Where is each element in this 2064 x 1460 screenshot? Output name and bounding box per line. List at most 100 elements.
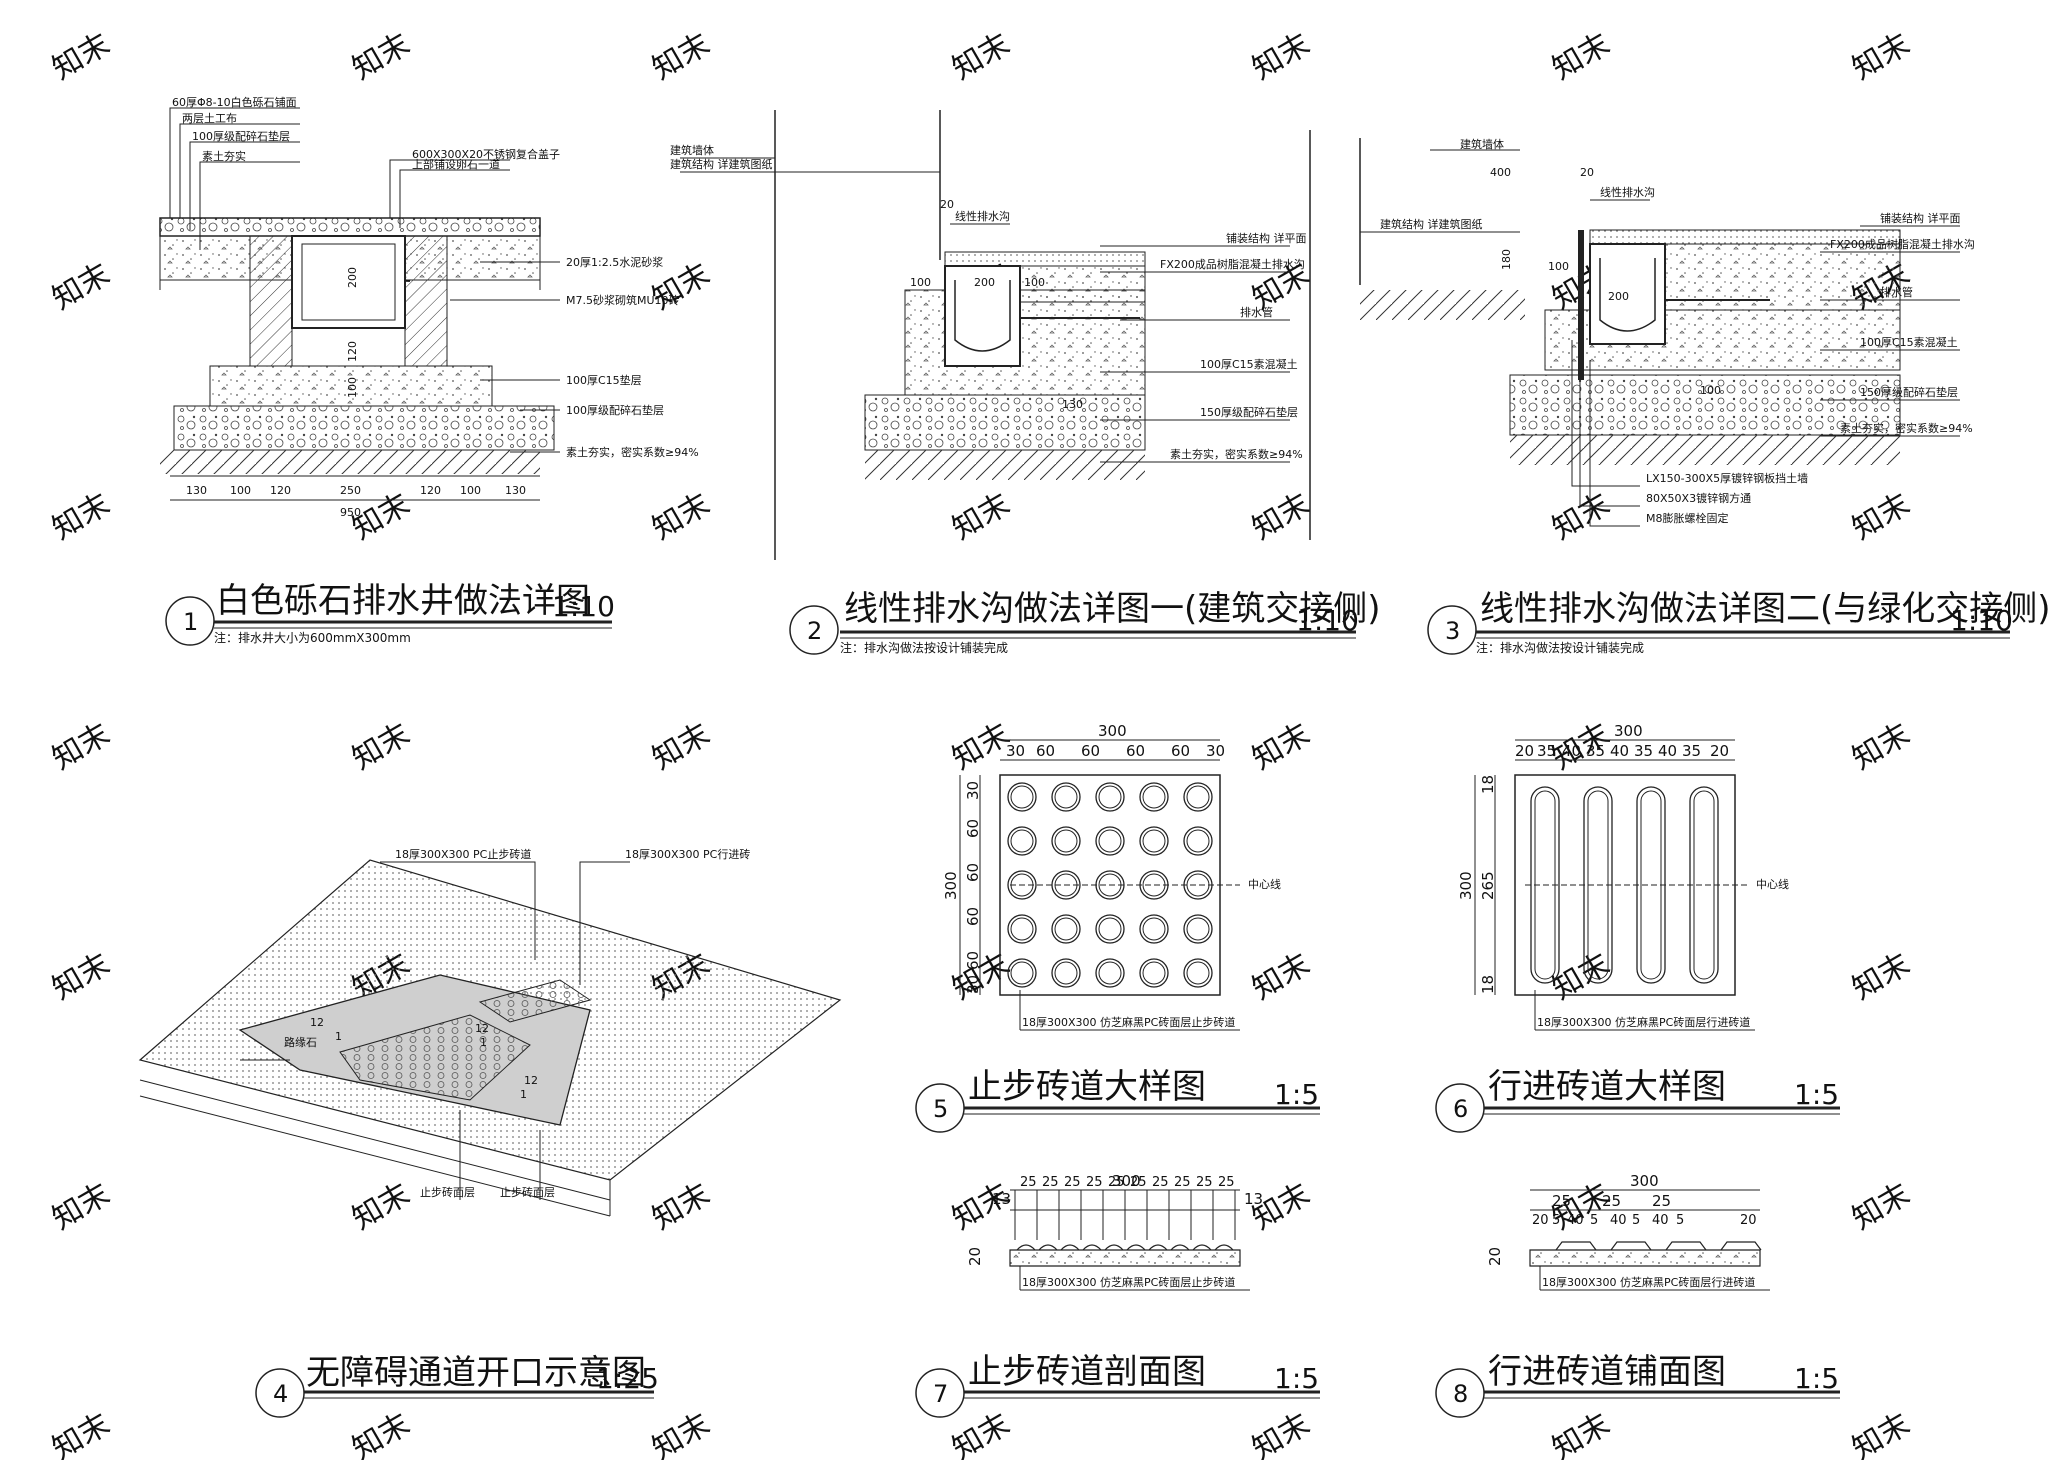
watermark-text: 知末 xyxy=(647,717,716,777)
brick-wall-left xyxy=(249,235,293,367)
label-stop-section: 18厚300X300 仿芝麻黑PC砖面层止步砖道 xyxy=(1022,1275,1235,1289)
dim-f: 100 xyxy=(1700,384,1721,397)
dim-total: 300 xyxy=(1112,1172,1141,1190)
watermark-text: 知末 xyxy=(47,947,116,1007)
dim-top-label: 25 xyxy=(1196,1175,1213,1190)
stop-dot-inner xyxy=(1186,785,1210,809)
watermark-text: 知末 xyxy=(347,1177,416,1237)
label-structure: 建筑结构 详建筑图纸 xyxy=(1380,217,1483,231)
label-c15: 100厚C15素混凝土 xyxy=(1860,335,1958,349)
title-block-5: 5 止步砖道大样图 1:5 xyxy=(915,1067,1320,1133)
slope-mid-rise: 1 xyxy=(480,1036,487,1049)
drain-channel-front xyxy=(944,265,1021,367)
stop-dot-inner xyxy=(1186,961,1210,985)
watermark-text: 知末 xyxy=(47,1177,116,1237)
watermark-text: 知末 xyxy=(1847,1177,1916,1237)
dim-top-1: 25 xyxy=(1552,1192,1571,1210)
dim-v3: 100 xyxy=(346,377,359,398)
watermark-text: 知末 xyxy=(947,1407,1016,1460)
label-structure: 建筑结构 详建筑图纸 xyxy=(670,157,773,171)
label-fx200: FX200成品树脂混凝土排水沟 xyxy=(1830,237,1975,251)
dim-e: 200 xyxy=(1608,290,1629,303)
dim-b: 20 xyxy=(1580,166,1594,179)
watermark-text: 知末 xyxy=(1547,27,1616,87)
label-compact: 素土夯实，密实系数≥94% xyxy=(566,445,699,459)
dim-top-label: 25 xyxy=(1064,1175,1081,1190)
detail-number: 3 xyxy=(1445,617,1460,645)
label-c15: 100厚C15垫层 xyxy=(566,373,642,387)
dim-top-6: 30 xyxy=(1206,742,1225,760)
dim-c: 180 xyxy=(1500,249,1513,270)
label-wall: 建筑墙体 xyxy=(1460,137,1504,151)
detail-title: 止步砖道大样图 xyxy=(968,1067,1206,1107)
slope-left-run: 12 xyxy=(310,1016,324,1029)
detail-scale: 1:25 xyxy=(596,1362,659,1395)
label-stop-tile: 18厚300X300 仿芝麻黑PC砖面层止步砖道 xyxy=(1022,1015,1235,1029)
dim-height: 20 xyxy=(1486,1247,1504,1266)
dim-top-label: 25 xyxy=(1042,1175,1059,1190)
stop-dot-outer xyxy=(1007,914,1037,944)
guide-bump xyxy=(1555,1241,1597,1251)
dim-left-4: 60 xyxy=(964,907,982,926)
detail-number: 2 xyxy=(807,617,822,645)
dim-top-label: 25 xyxy=(1130,1175,1147,1190)
label-steel-plate: LX150-300X5厚镀锌钢板挡土墙 xyxy=(1646,471,1808,485)
stop-dot-inner xyxy=(1010,785,1034,809)
detail-2-linear-drain-building: 建筑墙体 建筑结构 详建筑图纸 线性排水沟 铺装结构 详平面 FX200成品树脂… xyxy=(670,110,1307,560)
stop-dot-outer xyxy=(1007,782,1037,812)
guide-bump xyxy=(1665,1241,1707,1251)
dim-top-1: 30 xyxy=(1006,742,1025,760)
label-stop-tile: 18厚300X300 PC止步砖道 xyxy=(395,847,531,861)
dim-left-3: 18 xyxy=(1479,975,1497,994)
brick-wall-right xyxy=(404,235,448,367)
c15-block xyxy=(904,289,1146,396)
label-pebble: 上部铺设卵石一道 xyxy=(412,157,500,171)
label-geotextile: 两层土工布 xyxy=(182,112,237,125)
label-brick: M7.5砂浆砌筑MU10砖 xyxy=(566,293,680,307)
label-c15: 100厚C15素混凝土 xyxy=(1200,357,1298,371)
dim-top-5: 60 xyxy=(1171,742,1190,760)
stop-dot-inner xyxy=(1142,961,1166,985)
stop-dot-outer xyxy=(1139,914,1169,944)
watermark-text: 知末 xyxy=(47,257,116,317)
dim-total: 950 xyxy=(340,506,361,519)
watermark-text: 知末 xyxy=(1547,1407,1616,1460)
detail-title: 止步砖道剖面图 xyxy=(968,1352,1206,1392)
watermark-text: 知末 xyxy=(1847,487,1916,547)
dim-top-label: 25 xyxy=(1218,1175,1235,1190)
dim-left-2: 265 xyxy=(1479,871,1497,900)
guide-bump xyxy=(1610,1241,1652,1251)
label-paving: 铺装结构 详平面 xyxy=(1226,231,1307,245)
stop-dot-outer xyxy=(1095,782,1125,812)
dim-total-left: 300 xyxy=(942,871,960,900)
detail-6-dims xyxy=(1474,739,1735,995)
label-fx200: FX200成品树脂混凝土排水沟 xyxy=(1160,257,1305,271)
dim-height: 20 xyxy=(966,1247,984,1266)
stop-dot-inner xyxy=(1186,917,1210,941)
stop-dot-outer xyxy=(1183,782,1213,812)
dim-top-label: 25 xyxy=(1108,1175,1125,1190)
drain-well-box xyxy=(291,235,406,329)
stop-dot-inner xyxy=(1142,829,1166,853)
stop-dot-inner xyxy=(1054,961,1078,985)
dim-bottom-label: 5 xyxy=(1552,1213,1560,1228)
label-drain: 线性排水沟 xyxy=(955,209,1010,223)
drain-well-inner xyxy=(301,243,396,321)
dim-left-5: 60 xyxy=(964,951,982,970)
label-pipe: 排水管 xyxy=(1880,285,1913,299)
dim-edge-right: 13 xyxy=(1244,1190,1263,1208)
dim-bottom-label: 5 xyxy=(1676,1213,1684,1228)
dim-top-9: 20 xyxy=(1710,742,1729,760)
label-guide-tile: 18厚300X300 PC行进砖 xyxy=(625,847,750,861)
detail-note: 注：排水沟做法按设计铺装完成 xyxy=(840,640,1008,655)
detail-5-stop-tile-plan: 300 30 60 60 60 60 30 300 30 60 60 60 60… xyxy=(942,722,1281,1031)
stop-dot-outer xyxy=(1183,958,1213,988)
stop-dot-inner xyxy=(1010,961,1034,985)
stop-bump xyxy=(1016,1244,1036,1251)
detail-number: 4 xyxy=(273,1380,288,1408)
stop-dot-inner xyxy=(1098,917,1122,941)
dim-top-2: 60 xyxy=(1036,742,1055,760)
watermark-text: 知末 xyxy=(1847,27,1916,87)
